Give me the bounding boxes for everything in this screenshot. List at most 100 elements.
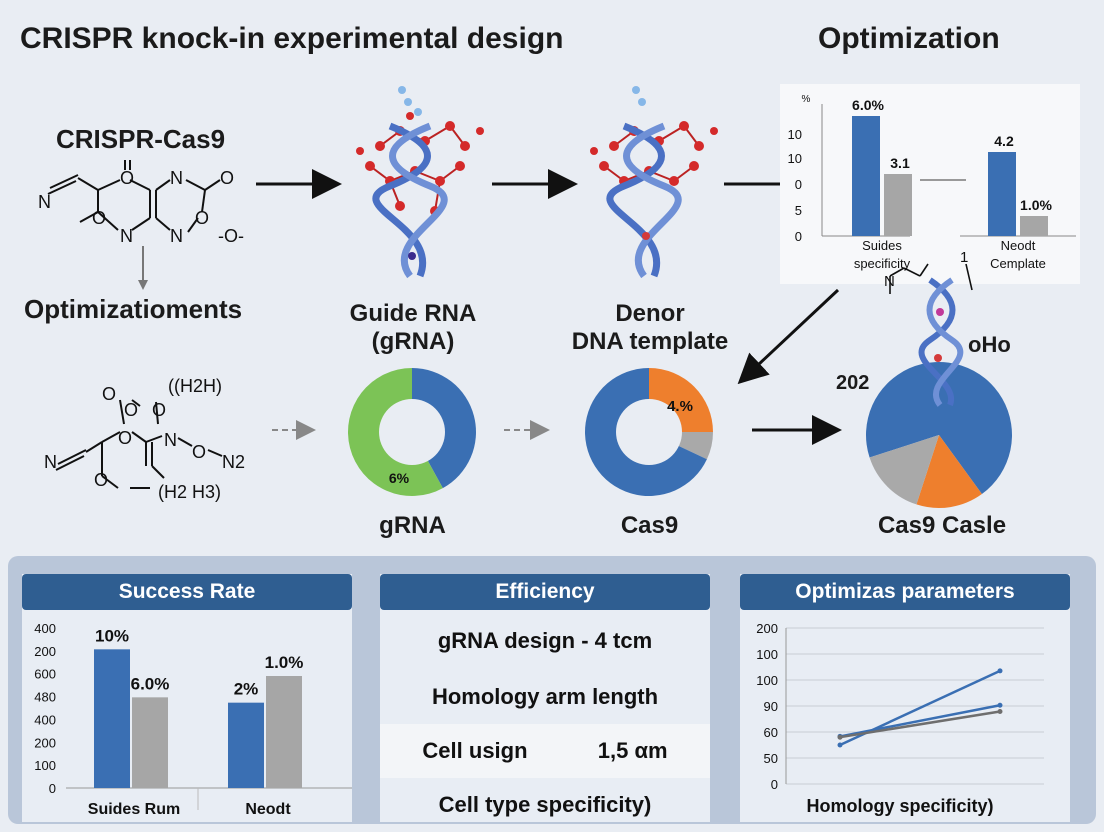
y-tick-label: 400 (34, 621, 56, 636)
atom-label: O (195, 208, 209, 228)
atom-label: N (38, 192, 51, 212)
bar (1020, 216, 1048, 236)
efficiency-card: Efficiency gRNA design - 4 tcm Homology … (380, 574, 710, 822)
optimization-title: Optimization (818, 22, 1000, 55)
optimizas-title: Optimizas parameters (740, 574, 1070, 610)
y-tick-label: 10 (788, 127, 802, 142)
n-atom-label: N (884, 273, 895, 290)
bar (228, 702, 264, 788)
grna-cas9-complex-icon (356, 86, 484, 279)
y-tick-label: 0 (771, 777, 778, 792)
oho-label: oHo (968, 332, 1011, 357)
bar-value-label: 3.1 (890, 155, 910, 171)
crispr-cas9-label: CRISPR-Cas9 (56, 124, 226, 154)
optimization-bar-chart-svg: %05010106.0%3.1Suidesspecificity4.21.0%N… (788, 94, 1076, 271)
atom-label: N (170, 226, 183, 246)
cas9-donut-label: Cas9 (620, 512, 679, 539)
series-point (997, 668, 1003, 674)
donut-hole (379, 399, 445, 465)
pie-slice (869, 435, 939, 505)
series-line (839, 710, 1001, 739)
one-label: 1 (960, 250, 968, 266)
y-tick-label: 0 (795, 229, 802, 244)
y-tick-label: 100 (756, 673, 778, 688)
cas9-casle-pie-chart (866, 362, 1012, 508)
y-tick-label: 50 (764, 751, 778, 766)
y-tick-label: 600 (34, 667, 56, 682)
y-tick-label: 100 (34, 758, 56, 773)
cell-usign-value: 1,5 αm (597, 738, 668, 763)
pie-value-label: 202 (836, 372, 870, 394)
series-point (997, 708, 1003, 714)
cas9-donut-chart: 4.% (585, 368, 713, 496)
optimization-molecule-structure: N O O O ((H2H) O N O N2 O (H2 H3) (44, 376, 245, 502)
arrow-chart-to-cas9 (737, 288, 840, 385)
efficiency-title: Efficiency (380, 574, 710, 610)
y-tick-label: 200 (756, 621, 778, 636)
group-label: Neodt (245, 801, 291, 818)
efficiency-row-grna-design: gRNA design - 4 tcm (437, 628, 653, 653)
efficiency-row-cell-usign: Cell usign 1,5 αm (380, 724, 710, 778)
crispr-molecule-structure: N O N O O N N O -O- (38, 160, 244, 246)
atom-label: O (120, 168, 134, 188)
bar-value-label: 10% (95, 626, 129, 645)
guide-rna-label: Guide RNA (349, 300, 477, 327)
efficiency-row-cell-type: Cell type specificity) (438, 792, 652, 817)
atom-label: O (118, 428, 132, 448)
donut-value-label: 6% (389, 470, 410, 486)
efficiency-row-homology-arm: Homology arm length (431, 684, 659, 709)
series-point (837, 734, 843, 740)
bar-value-label: 4.2 (994, 133, 1014, 149)
donut-hole (616, 399, 682, 465)
bar (94, 649, 130, 788)
bar (884, 174, 912, 236)
grna-donut-chart: 6% (348, 368, 476, 496)
bar-value-label: 1.0% (1020, 197, 1052, 213)
atom-label: O (192, 442, 206, 462)
y-tick-label: 200 (34, 735, 56, 750)
y-tick-label: 5 (795, 203, 802, 218)
bar (132, 697, 168, 788)
atom-label: O (92, 208, 106, 228)
cas9-casle-label: Cas9 Casle (877, 512, 1007, 539)
unit-label: % (802, 94, 811, 105)
success-rate-title: Success Rate (22, 574, 352, 610)
cell-usign-label: Cell usign (422, 738, 528, 763)
atom-label: N (120, 226, 133, 246)
group-label: Neodt (1001, 238, 1036, 253)
atom-label: O (220, 168, 234, 188)
bar (988, 152, 1016, 236)
group-label: Suides Rum (88, 801, 180, 818)
pie-slice (866, 362, 1012, 495)
bar-value-label: 6.0% (852, 97, 884, 113)
y-tick-label: 0 (49, 781, 56, 796)
y-tick-label: 480 (34, 690, 56, 705)
y-tick-label: 90 (764, 699, 778, 714)
atom-label: ((H2H) (168, 376, 222, 396)
optimizatioments-label: Optimizatioments (24, 294, 243, 324)
group-label: specificity (854, 256, 911, 271)
y-tick-label: 400 (34, 712, 56, 727)
bar-value-label: 6.0% (131, 674, 170, 693)
atom-label: O (102, 384, 116, 404)
flow-arrows (256, 169, 842, 445)
atom-label: O (94, 470, 108, 490)
bar-value-label: 1.0% (265, 653, 304, 672)
down-arrow-icon (138, 246, 148, 290)
series-point (997, 702, 1003, 708)
atom-label: N (164, 430, 177, 450)
atom-label: -O- (218, 226, 244, 246)
grna-donut-label: gRNA (379, 512, 446, 539)
page-title: CRISPR knock-in experimental design (20, 22, 564, 55)
series-line (839, 703, 1001, 738)
bar-value-label: 2% (234, 680, 259, 699)
atom-label: O (152, 400, 166, 420)
atom-label: (H2 H3) (158, 482, 221, 502)
dna-template-label: DNA template (571, 328, 729, 355)
atom-label: N (170, 168, 183, 188)
donor-dna-template-icon (590, 86, 718, 279)
